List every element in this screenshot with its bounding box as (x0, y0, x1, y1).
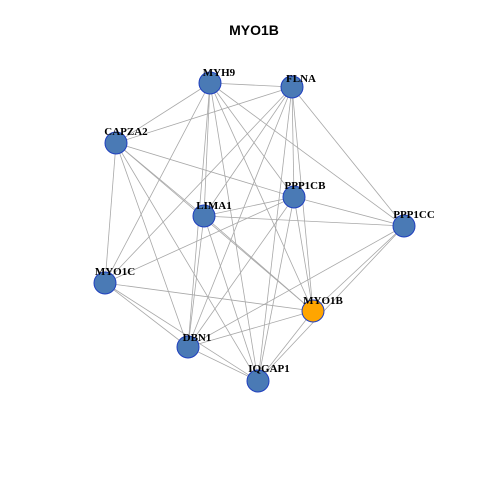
node-capza2: CAPZA2 (104, 126, 148, 155)
edge-myh9-lima1 (203, 82, 211, 217)
edge-capza2-ppp1cb (115, 142, 295, 198)
edge-capza2-myo1c (104, 142, 117, 284)
edge-ppp1cc-dbn1 (187, 225, 405, 348)
node-label-lima1: LIMA1 (196, 200, 231, 212)
node-myo1c: MYO1C (93, 266, 135, 295)
edge-flna-myo1c (104, 86, 293, 284)
edge-lima1-myo1b (203, 215, 314, 312)
edge-myo1b-dbn1 (187, 310, 314, 348)
node-label-ppp1cc: PPP1CC (393, 209, 435, 221)
edge-ppp1cb-ppp1cc (293, 196, 405, 227)
edge-ppp1cc-iqgap1 (257, 225, 405, 382)
node-ppp1cc: PPP1CC (392, 209, 435, 238)
node-circle-myo1c (93, 271, 117, 295)
edge-myh9-myo1c (104, 82, 211, 284)
node-label-dbn1: DBN1 (183, 332, 212, 344)
node-label-flna: FLNA (286, 73, 316, 85)
edge-myh9-ppp1cb (209, 82, 295, 198)
node-label-myo1c: MYO1C (95, 266, 135, 278)
node-myh9: MYH9 (198, 67, 236, 95)
node-label-capza2: CAPZA2 (104, 126, 148, 138)
edge-capza2-iqgap1 (115, 142, 259, 382)
edge-flna-ppp1cb (291, 86, 295, 198)
edge-flna-lima1 (203, 86, 293, 217)
node-circle-myo1b (301, 299, 325, 323)
node-label-myo1b: MYO1B (303, 295, 343, 307)
edge-myo1b-iqgap1 (257, 310, 314, 382)
edge-ppp1cb-lima1 (203, 196, 295, 217)
node-circle-iqgap1 (246, 369, 270, 393)
edges-layer (104, 82, 405, 382)
edge-myo1c-dbn1 (104, 282, 189, 348)
node-lima1: LIMA1 (192, 200, 232, 228)
node-circle-capza2 (104, 131, 128, 155)
edge-flna-dbn1 (187, 86, 293, 348)
edge-myh9-ppp1cc (209, 82, 405, 227)
node-myo1b: MYO1B (301, 295, 344, 323)
node-flna: FLNA (280, 73, 316, 99)
edge-ppp1cc-myo1b (312, 225, 405, 312)
edge-capza2-dbn1 (115, 142, 189, 348)
edge-ppp1cb-myo1b (293, 196, 314, 312)
node-circle-ppp1cc (392, 214, 416, 238)
node-dbn1: DBN1 (176, 332, 212, 359)
edge-ppp1cb-dbn1 (187, 196, 295, 348)
edge-ppp1cb-myo1c (104, 196, 295, 284)
node-circle-ppp1cb (282, 185, 306, 209)
edge-flna-capza2 (115, 86, 293, 144)
edge-capza2-myo1b (115, 142, 314, 312)
edge-lima1-dbn1 (187, 215, 205, 348)
edge-myh9-flna (209, 82, 293, 88)
edge-dbn1-iqgap1 (187, 346, 259, 382)
node-circle-flna (280, 75, 304, 99)
node-label-ppp1cb: PPP1CB (285, 180, 327, 192)
edge-ppp1cb-iqgap1 (257, 196, 295, 382)
edge-myh9-capza2 (115, 82, 211, 144)
node-ppp1cb: PPP1CB (282, 180, 327, 209)
node-label-myh9: MYH9 (203, 67, 236, 79)
edge-myo1c-myo1b (104, 282, 314, 312)
edge-flna-ppp1cc (291, 86, 405, 227)
node-circle-dbn1 (176, 335, 200, 359)
edge-flna-iqgap1 (257, 86, 293, 382)
node-iqgap1: IQGAP1 (246, 363, 290, 393)
edge-myo1c-iqgap1 (104, 282, 259, 382)
node-label-iqgap1: IQGAP1 (248, 363, 290, 375)
edge-myh9-myo1b (209, 82, 314, 312)
edge-lima1-ppp1cc (203, 215, 405, 227)
edge-lima1-iqgap1 (203, 215, 259, 382)
node-circle-myh9 (198, 71, 222, 95)
graph-title: MYO1B (229, 22, 279, 38)
node-circle-lima1 (192, 204, 216, 228)
